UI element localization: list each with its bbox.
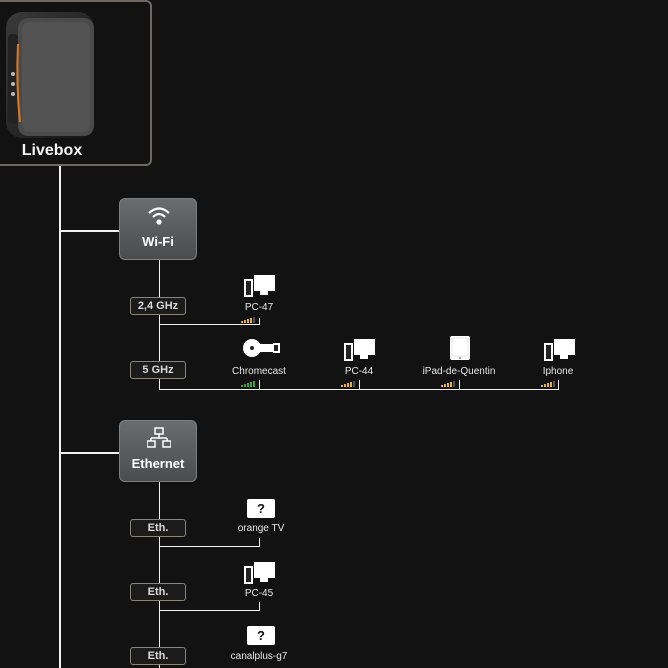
device-pc-45[interactable]	[244, 561, 276, 590]
device-pc-47[interactable]	[244, 274, 276, 303]
port-tag-2: Eth.	[130, 583, 186, 601]
device-label-ipad-de-quentin: iPad-de-Quentin	[422, 366, 496, 377]
signal-iphone-icon	[541, 381, 559, 387]
band-tag-5ghz: 5 GHz	[130, 361, 186, 379]
unknown-device-icon[interactable]: ?	[247, 499, 275, 518]
pc-icon	[544, 339, 575, 361]
signal-chromecast-icon	[241, 381, 259, 387]
device-pc-44[interactable]	[344, 338, 376, 367]
device-label-pc-45: PC-45	[244, 588, 274, 599]
livebox-router-icon	[6, 12, 94, 138]
device-ipad-de-quentin[interactable]	[450, 336, 470, 365]
ethernet-icon	[147, 427, 171, 448]
port1-line	[159, 546, 259, 547]
livebox-title: Livebox	[21, 142, 83, 159]
wifi-section-badge[interactable]: Wi-Fi	[119, 198, 197, 260]
device-chromecast[interactable]	[241, 339, 281, 364]
pc-icon	[244, 275, 275, 297]
port2-stub	[259, 602, 260, 611]
band5-line	[159, 389, 559, 390]
ethernet-section-badge[interactable]: Ethernet	[119, 420, 197, 482]
device-label-iphone: Iphone	[542, 366, 574, 377]
port-tag-1: Eth.	[130, 519, 186, 537]
ethernet-port-line	[159, 482, 160, 668]
iphone-stub	[558, 380, 559, 389]
pc-icon	[244, 562, 275, 584]
port2-line	[159, 610, 259, 611]
pc44-stub	[359, 380, 360, 389]
device-label-pc-47: PC-47	[244, 302, 274, 313]
chromecast-stub	[259, 380, 260, 389]
signal-pc-44-icon	[341, 381, 359, 387]
device-label-chromecast: Chromecast	[232, 366, 286, 377]
band24-line	[159, 324, 259, 325]
livebox-card[interactable]: Livebox	[0, 0, 152, 166]
port1-stub	[259, 538, 260, 547]
device-iphone[interactable]	[544, 338, 576, 367]
chromecast-icon	[243, 339, 280, 357]
unknown-device-icon[interactable]: ?	[247, 626, 275, 645]
pc47-stub	[259, 318, 260, 325]
pc-icon	[344, 339, 375, 361]
signal-pc-47-icon	[241, 317, 259, 323]
wifi-icon	[148, 207, 170, 225]
port-tag-3: Eth.	[130, 647, 186, 665]
signal-ipad-icon	[441, 381, 459, 387]
wifi-band-line	[159, 260, 160, 390]
device-label-pc-44: PC-44	[344, 366, 374, 377]
ethernet-title: Ethernet	[131, 456, 185, 471]
tablet-icon	[450, 336, 470, 360]
ethernet-branch-line	[59, 452, 121, 454]
band-tag-24ghz: 2,4 GHz	[130, 297, 186, 315]
wifi-title: Wi-Fi	[142, 234, 174, 249]
device-label-orange-tv: orange TV	[237, 523, 285, 534]
wifi-branch-line	[59, 230, 121, 232]
trunk-line	[59, 166, 61, 668]
ipad-stub	[459, 380, 460, 389]
device-label-canalplus-g7: canalplus-g7	[230, 651, 288, 662]
